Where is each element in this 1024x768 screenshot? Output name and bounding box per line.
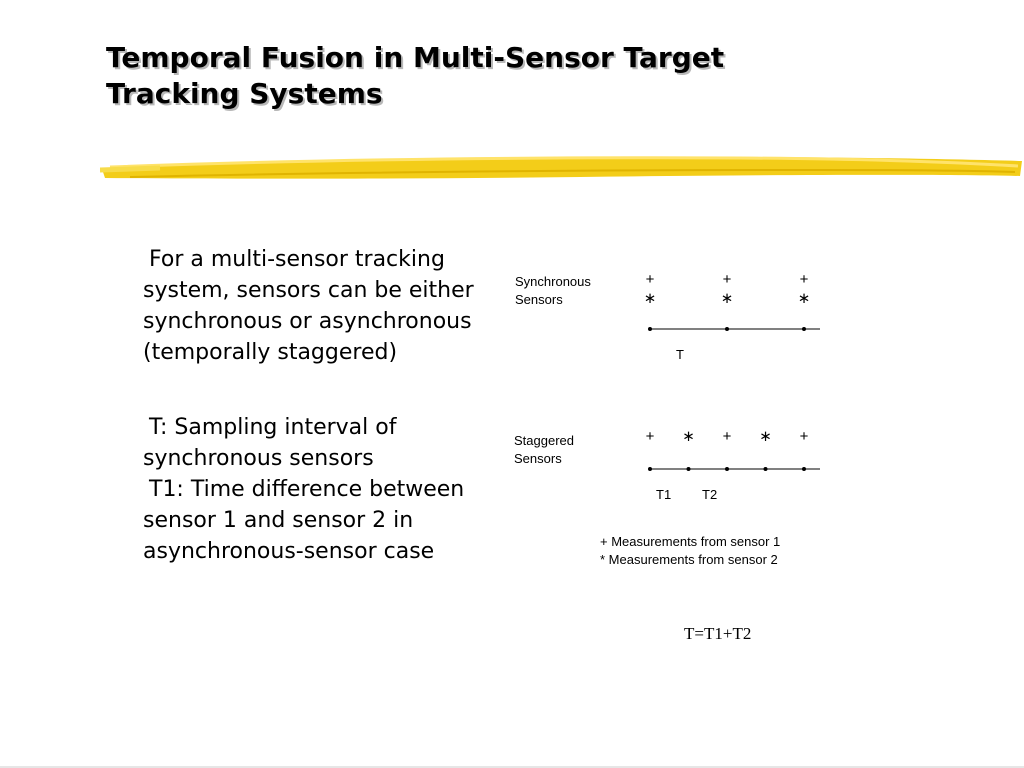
formula: T=T1+T2 — [684, 624, 751, 644]
slide-title: Temporal Fusion in Multi-Sensor Target T… — [106, 40, 906, 112]
body-text: For a multi-sensor tracking system, sens… — [143, 244, 493, 567]
sync-sensor2-star: ∗ — [644, 290, 657, 307]
title-line-1: Temporal Fusion in Multi-Sensor Target — [106, 41, 724, 74]
sensor-timing-diagram: Synchronous Sensors + ∗ + ∗ + ∗ + ∗ + ∗ T Stagger… — [500, 260, 820, 590]
stag-interval1-label: T1 — [656, 487, 671, 502]
paragraph-t1-definition: T1: Time difference between sensor 1 and… — [143, 474, 493, 567]
sync-label-line1: Synchronous — [515, 274, 591, 289]
sync-period-label: T — [676, 347, 684, 362]
sync-sensor1-plus: + — [723, 271, 732, 288]
stag-sensor1-plus: + — [800, 428, 809, 445]
title-line-2: Tracking Systems — [106, 77, 383, 110]
sync-marks: +∗+∗+∗+∗+∗ — [644, 271, 820, 331]
sync-sensor1-plus: + — [800, 271, 809, 288]
highlighter-stroke — [100, 148, 1024, 188]
stag-label-line2: Sensors — [514, 451, 562, 466]
stag-sensor2-star: ∗ — [682, 428, 695, 445]
paragraph-sensor-types: For a multi-sensor tracking system, sens… — [143, 244, 493, 368]
stag-sensor1-plus: + — [646, 428, 655, 445]
stag-marks: +∗+∗+∗+∗+ — [646, 428, 820, 471]
paragraph-t-definition: T: Sampling interval of synchronous sens… — [143, 412, 493, 474]
stag-label-line1: Staggered — [514, 433, 574, 448]
sync-sensor2-star: ∗ — [721, 290, 734, 307]
legend-sensor2: * Measurements from sensor 2 — [600, 552, 778, 567]
sync-sensor2-star: ∗ — [798, 290, 811, 307]
stag-interval2-label: T2 — [702, 487, 717, 502]
stag-sensor1-plus: + — [723, 428, 732, 445]
sync-label-line2: Sensors — [515, 292, 563, 307]
legend-sensor1: + Measurements from sensor 1 — [600, 534, 780, 549]
stag-sensor2-star: ∗ — [759, 428, 772, 445]
sync-sensor1-plus: + — [646, 271, 655, 288]
